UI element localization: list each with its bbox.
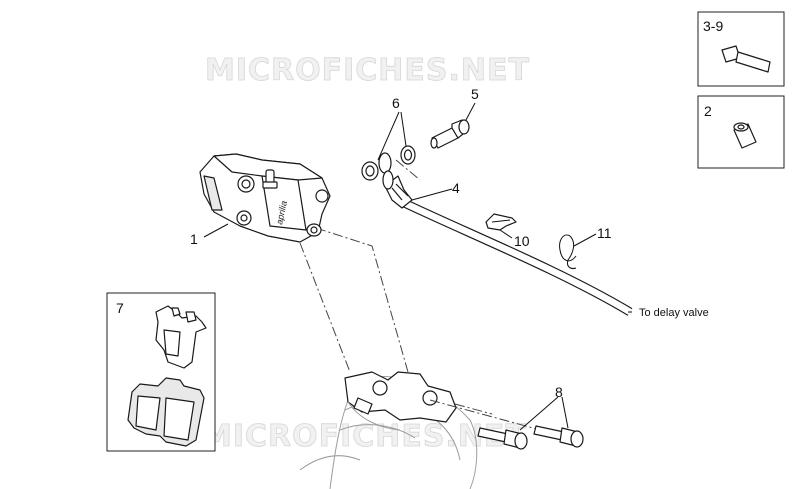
hose-clip bbox=[485, 213, 517, 231]
callout-6: 6 bbox=[392, 95, 400, 111]
callout-11: 11 bbox=[597, 225, 612, 241]
callout-10: 10 bbox=[514, 233, 530, 249]
sealing-washers bbox=[361, 145, 416, 181]
caliper-brand-label: aprilia bbox=[274, 200, 289, 226]
screw-box bbox=[697, 11, 785, 87]
caliper-carrier bbox=[344, 371, 457, 431]
banjo-bolt bbox=[430, 119, 470, 149]
bush-box bbox=[697, 95, 785, 169]
callout-8: 8 bbox=[555, 384, 563, 400]
callout-4: 4 bbox=[452, 180, 460, 196]
brake-pads-box bbox=[106, 292, 216, 452]
callout-5: 5 bbox=[471, 86, 479, 102]
alignment-lines bbox=[299, 159, 549, 433]
callout-1: 1 bbox=[190, 231, 198, 247]
callout-3-9: 3-9 bbox=[703, 18, 723, 34]
watermark-top: MICROFICHES.NET bbox=[205, 53, 530, 88]
callout-2: 2 bbox=[704, 103, 712, 119]
brake-caliper: aprilia bbox=[199, 153, 331, 243]
leader-lines bbox=[203, 102, 632, 431]
brake-hose bbox=[382, 170, 633, 316]
caliper-bolts bbox=[477, 425, 584, 450]
callout-7: 7 bbox=[116, 300, 124, 316]
spring-clip bbox=[559, 234, 577, 269]
delay-valve-label: To delay valve bbox=[639, 307, 709, 319]
